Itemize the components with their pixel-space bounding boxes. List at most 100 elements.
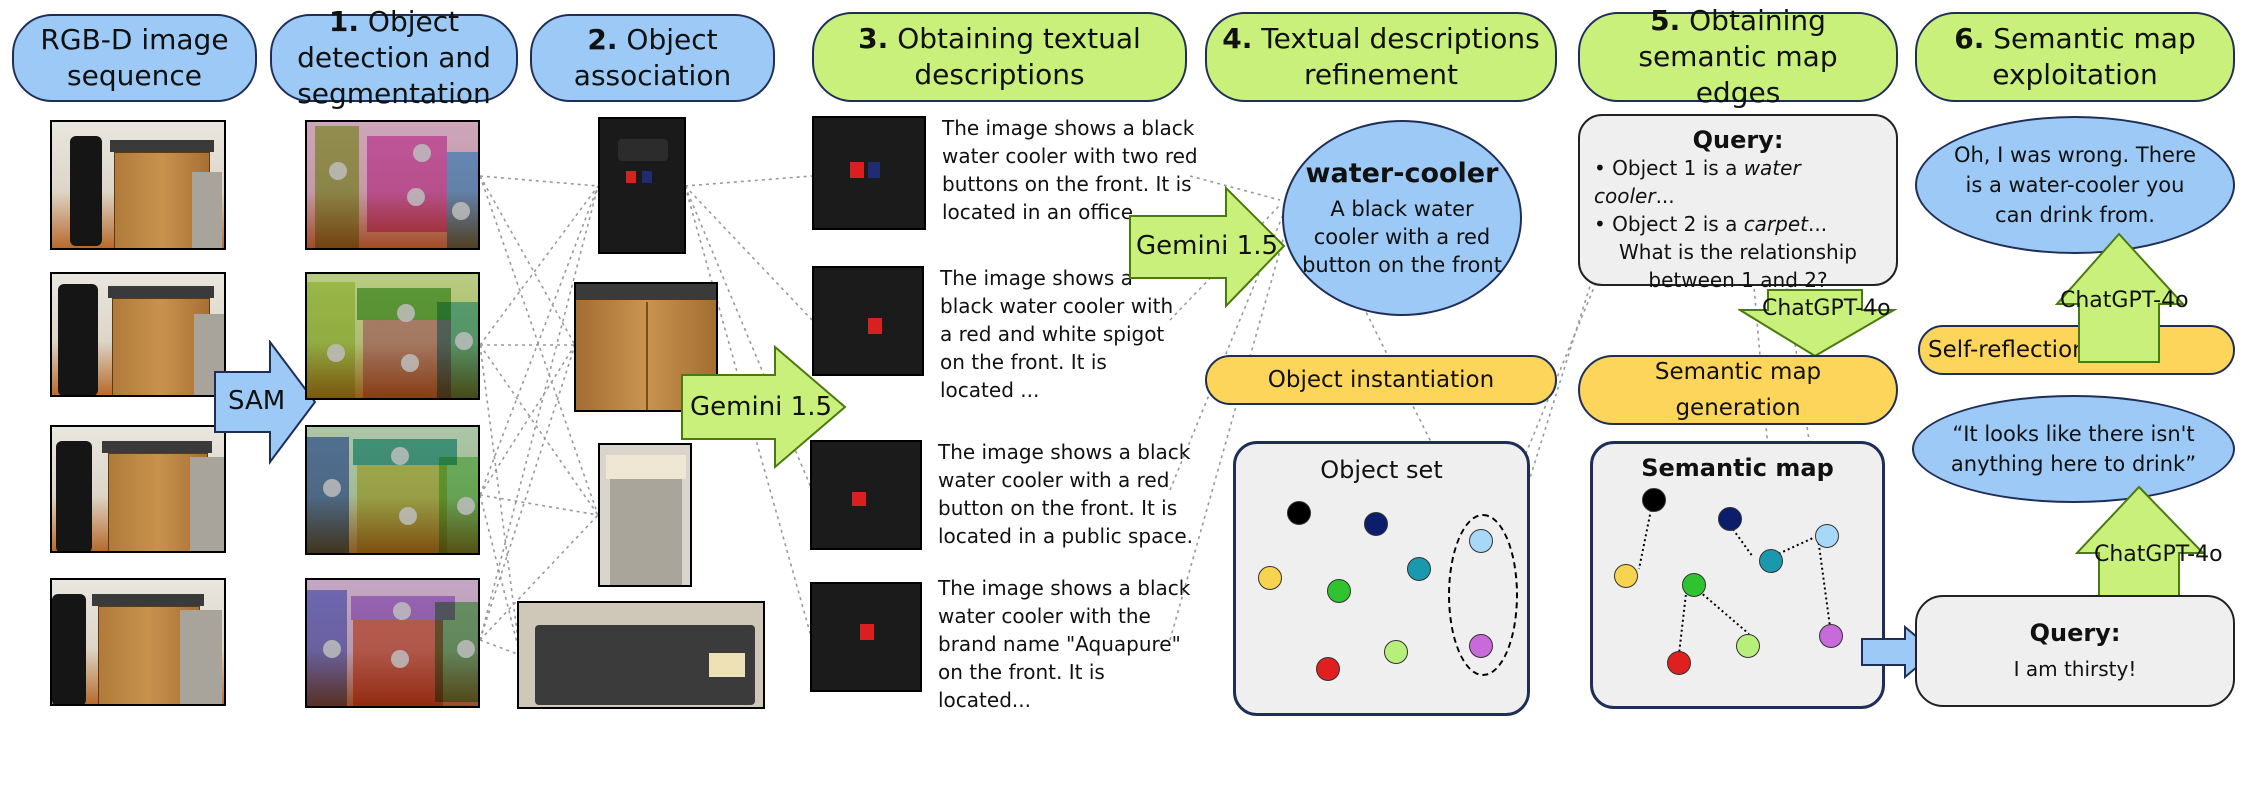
map-node-teal	[1759, 549, 1783, 573]
self-reflection-bar: Self-reflection	[1918, 325, 2235, 375]
semantic-map-title: Semantic map	[1641, 454, 1834, 482]
step2-number: 2.	[587, 23, 618, 56]
map-node-navy	[1718, 507, 1742, 531]
map-node-red	[1667, 651, 1691, 675]
step5-number: 5.	[1650, 4, 1681, 37]
step4-text: Textual descriptions refinement	[1261, 22, 1540, 91]
query-box-step5: Query: • Object 1 is a water cooler... •…	[1578, 114, 1898, 292]
self-reflection-label: Self-reflection	[1928, 337, 2087, 363]
desc-image-2	[812, 266, 924, 376]
object-set-title: Object set	[1320, 456, 1443, 484]
segmented-frame-2	[305, 272, 480, 400]
header-rgbd: RGB-D image sequence	[12, 14, 257, 102]
header-step6-label: 6. Semantic map exploitation	[1931, 21, 2219, 93]
object-node-lightgreen	[1384, 640, 1408, 664]
segmented-frame-3	[305, 425, 480, 555]
object-node-red	[1316, 657, 1340, 681]
semantic-map-panel: Semantic map	[1590, 441, 1885, 709]
highlight-ellipse	[1448, 514, 1518, 676]
map-node-yellow	[1614, 564, 1638, 588]
map-node-lightblue	[1815, 524, 1839, 548]
q5b1-post: ...	[1655, 184, 1675, 208]
header-step2-label: 2. Object association	[546, 22, 759, 94]
crop-carpet	[517, 601, 765, 709]
rgbd-frame-2	[50, 272, 226, 397]
refined-description-ellipse: water-cooler A black water cooler with a…	[1282, 120, 1522, 316]
chatgpt-label-c: ChatGPT-4o	[2094, 542, 2223, 567]
header-step1-label: 1. Object detection and segmentation	[286, 4, 502, 112]
header-step5-label: 5. Obtaining semantic map edges	[1594, 3, 1882, 111]
object-node-black	[1287, 501, 1311, 525]
response-top-text: Oh, I was wrong. There is a water-cooler…	[1953, 143, 2197, 227]
sam-arrow	[214, 340, 317, 465]
description-3: The image shows a black water cooler wit…	[938, 440, 1194, 548]
step6-text: Semantic map exploitation	[1992, 22, 2196, 91]
gemini-label-b: Gemini 1.5	[1136, 231, 1279, 261]
segmented-frame-1	[305, 120, 480, 250]
query6-title: Query:	[2029, 619, 2121, 647]
rgbd-frame-1	[50, 120, 226, 250]
sam-label: SAM	[228, 386, 286, 416]
step5-text: Obtaining semantic map edges	[1638, 4, 1838, 109]
step3-text: Obtaining textual descriptions	[897, 22, 1141, 91]
header-step6: 6. Semantic map exploitation	[1915, 12, 2235, 102]
refined-title: water-cooler	[1305, 157, 1499, 189]
desc-image-1	[812, 116, 926, 230]
map-node-purple	[1819, 624, 1843, 648]
object-instantiation-bar: Object instantiation	[1205, 355, 1557, 405]
description-2: The image shows a black water cooler wit…	[940, 266, 1174, 402]
query6-text: I am thirsty!	[2013, 657, 2137, 681]
crop-water-cooler	[598, 117, 686, 254]
header-step5: 5. Obtaining semantic map edges	[1578, 4, 1898, 109]
chatgpt-arrow-down	[1738, 289, 1898, 358]
gemini-arrow-a	[681, 345, 847, 470]
header-step4: 4. Textual descriptions refinement	[1205, 12, 1557, 102]
refined-text: A black water cooler with a red button o…	[1302, 196, 1502, 277]
gemini-arrow-b	[1129, 186, 1286, 308]
header-step3: 3. Obtaining textual descriptions	[812, 12, 1187, 102]
object-node-green	[1327, 579, 1351, 603]
query5-bullet-1: • Object 1 is a water cooler...	[1594, 156, 1801, 208]
q5b1-pre: Object 1 is a	[1612, 156, 1744, 180]
desc-image-3	[810, 440, 922, 550]
object-node-yellow	[1258, 566, 1282, 590]
response-bubble-mid: “It looks like there isn't anything here…	[1912, 395, 2235, 503]
step1-number: 1.	[328, 5, 359, 38]
q5b2-post: ...	[1808, 212, 1828, 236]
map-node-green	[1682, 573, 1706, 597]
rgbd-frame-4	[50, 578, 226, 706]
query5-title: Query:	[1692, 126, 1784, 154]
description-1: The image shows a black water cooler wit…	[942, 116, 1198, 224]
query-box-step6: Query: I am thirsty!	[1915, 595, 2235, 707]
header-step1: 1. Object detection and segmentation	[270, 5, 518, 110]
response-mid-text: “It looks like there isn't anything here…	[1950, 422, 2197, 476]
segmented-frame-4	[305, 578, 480, 708]
description-4: The image shows a black water cooler wit…	[938, 576, 1191, 712]
step4-number: 4.	[1222, 22, 1253, 55]
q5b2-em: carpet	[1743, 212, 1809, 236]
response-bubble-top: Oh, I was wrong. There is a water-cooler…	[1915, 116, 2235, 254]
object-instantiation-label: Object instantiation	[1267, 367, 1495, 393]
rgbd-frame-3	[50, 425, 226, 553]
header-step2: 2. Object association	[530, 14, 775, 102]
object-set-panel: Object set	[1233, 441, 1530, 716]
header-step3-label: 3. Obtaining textual descriptions	[828, 21, 1171, 93]
object-node-navy	[1364, 512, 1388, 536]
map-node-lightgreen	[1736, 634, 1760, 658]
semantic-map-generation-label: Semantic map generation	[1654, 359, 1822, 421]
chatgpt-label-a: ChatGPT-4o	[1762, 296, 1891, 321]
query5-bullet-2: • Object 2 is a carpet...	[1594, 212, 1828, 236]
q5b1-em: water cooler	[1594, 156, 1801, 208]
chatgpt-arrow-up-top	[2055, 232, 2185, 363]
crop-trash-bin	[598, 443, 692, 587]
step6-number: 6.	[1954, 22, 1985, 55]
desc-image-4	[810, 582, 922, 692]
step2-text: Object association	[573, 23, 732, 92]
semantic-map-generation-bar: Semantic map generation	[1578, 355, 1898, 425]
object-node-teal	[1407, 557, 1431, 581]
chatgpt-label-b: ChatGPT-4o	[2060, 288, 2189, 313]
header-rgbd-text: RGB-D image sequence	[40, 23, 229, 92]
gemini-label-a: Gemini 1.5	[690, 392, 833, 422]
map-node-black	[1642, 488, 1666, 512]
header-step4-label: 4. Textual descriptions refinement	[1221, 21, 1541, 93]
